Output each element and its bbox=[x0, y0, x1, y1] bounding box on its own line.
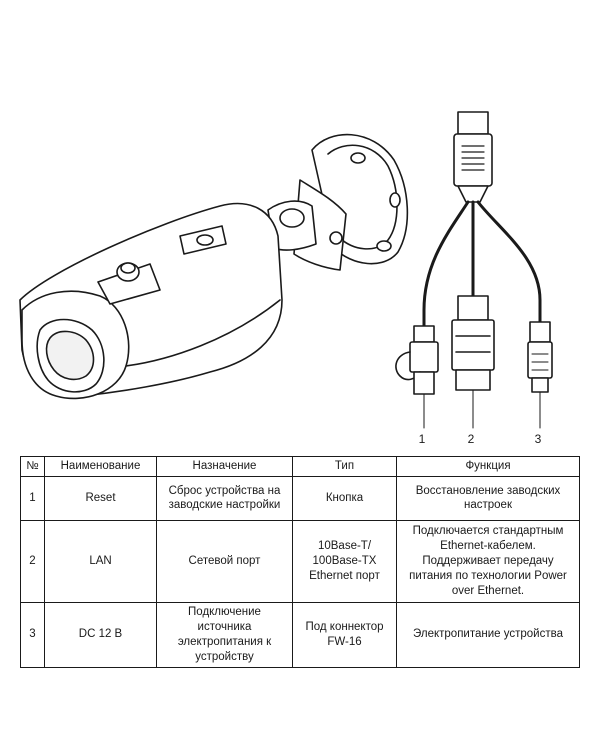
ports-table: № Наименование Назначение Тип Функция 1 … bbox=[20, 456, 580, 668]
cable-assembly-illustration bbox=[395, 111, 553, 395]
cell-type: 10Base-T/ 100Base-TX Ethernet порт bbox=[292, 519, 397, 603]
camera-body-illustration bbox=[19, 202, 283, 400]
table-row: 1 Reset Сброс устройства на заводские на… bbox=[20, 475, 580, 521]
cell-type: Кнопка bbox=[292, 475, 397, 521]
header-function: Функция bbox=[396, 456, 580, 477]
cell-function: Электропитание устройства bbox=[396, 601, 580, 668]
mount-base-illustration bbox=[267, 133, 409, 271]
cell-name: DC 12 В bbox=[44, 601, 157, 668]
camera-diagram bbox=[19, 111, 553, 429]
header-type: Тип bbox=[292, 456, 397, 477]
header-purpose: Назначение bbox=[156, 456, 293, 477]
table-row: 2 LAN Сетевой порт 10Base-T/ 100Base-TX … bbox=[20, 519, 580, 603]
cell-function: Восстановление заводских настроек bbox=[396, 475, 580, 521]
table-header-row: № Наименование Назначение Тип Функция bbox=[20, 456, 580, 477]
callout-1: 1 bbox=[418, 432, 426, 446]
table-row: 3 DC 12 В Подключение источника электроп… bbox=[20, 601, 580, 668]
cell-purpose: Сетевой порт bbox=[156, 519, 293, 603]
cell-number: 1 bbox=[20, 475, 45, 521]
cell-purpose: Сброс устройства на заводские настройки bbox=[156, 475, 293, 521]
cell-name: LAN bbox=[44, 519, 157, 603]
cell-function: Подключается стандартным Ethernet-кабеле… bbox=[396, 519, 580, 603]
cell-number: 2 bbox=[20, 519, 45, 603]
cell-name: Reset bbox=[44, 475, 157, 521]
header-name: Наименование bbox=[44, 456, 157, 477]
callout-2: 2 bbox=[467, 432, 475, 446]
leader-lines bbox=[423, 389, 541, 429]
cell-type: Под коннектор FW-16 bbox=[292, 601, 397, 668]
cell-number: 3 bbox=[20, 601, 45, 668]
cell-purpose: Подключение источника электропитания к у… bbox=[156, 601, 293, 668]
callout-3: 3 bbox=[534, 432, 542, 446]
header-number: № bbox=[20, 456, 45, 477]
